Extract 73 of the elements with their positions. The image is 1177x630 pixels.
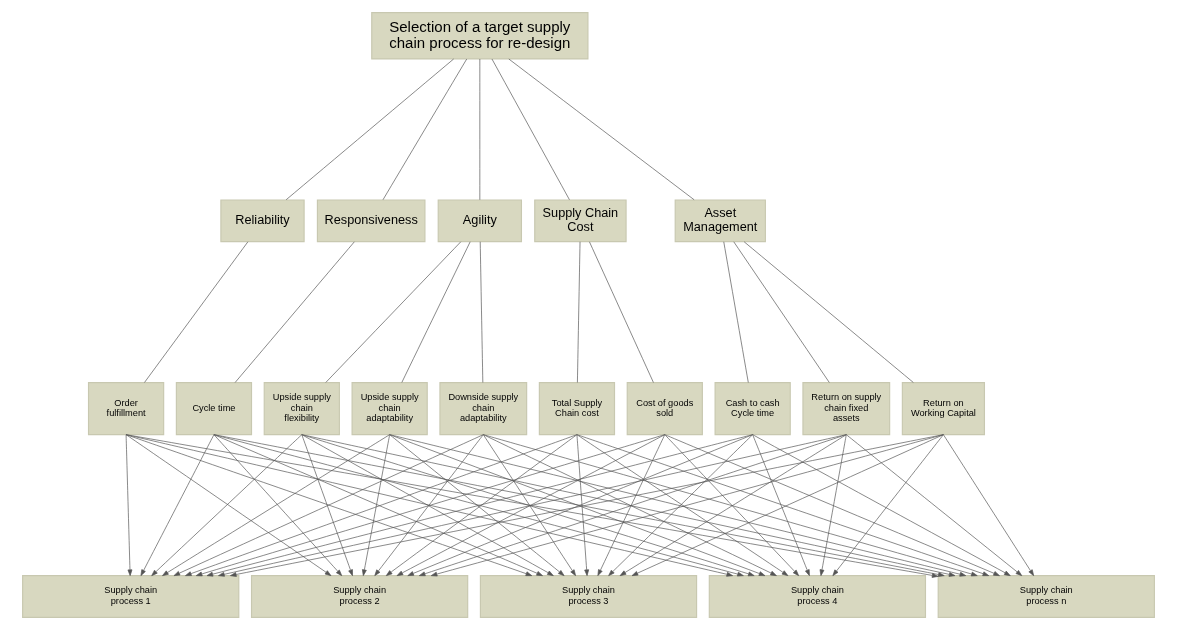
arrow [576, 434, 590, 576]
connector [508, 58, 695, 201]
connector [382, 58, 468, 201]
connector [589, 241, 654, 383]
connector [723, 241, 749, 383]
arrow [819, 434, 847, 576]
arrow [418, 434, 847, 577]
node-box: Supply chain process 1 [22, 575, 240, 618]
arrow [619, 434, 847, 576]
arrow [162, 434, 390, 576]
arrow [374, 434, 484, 576]
arrow [845, 434, 1023, 576]
node-box: Reliability [220, 199, 305, 243]
connector [401, 241, 471, 383]
node-box: Order fulfillment [87, 382, 165, 436]
arrow [752, 434, 1011, 576]
arrow [576, 434, 990, 576]
node-box: Supply chain process 3 [479, 575, 698, 618]
arrow [362, 434, 390, 576]
arrow [213, 434, 343, 576]
arrow [213, 434, 543, 576]
arrow [125, 434, 332, 576]
arrow [185, 434, 578, 576]
arrow [140, 434, 215, 576]
arrow [301, 434, 755, 577]
node-box: Agility [437, 199, 523, 243]
node-box: Supply chain process n [937, 575, 1155, 618]
arrow [597, 434, 666, 576]
arrow [195, 434, 666, 577]
arrow [125, 434, 133, 576]
connector [234, 241, 355, 383]
connector [285, 58, 454, 201]
arrow [576, 434, 789, 576]
node-box: Cash to cash Cycle time [714, 382, 791, 436]
node-box: Total Supply Chain cost [538, 382, 616, 436]
node-box: Upside supply chain flexibility [263, 382, 340, 436]
connector [479, 58, 481, 201]
arrow [125, 434, 733, 577]
arrow [832, 434, 944, 576]
arrow [396, 434, 666, 576]
node-box: Cycle time [175, 382, 253, 436]
arrow [664, 434, 800, 576]
node-box: Downside supply chain adaptability [439, 382, 528, 436]
connector [743, 241, 914, 383]
connector [325, 241, 462, 383]
node-box: Supply chain process 4 [708, 575, 927, 618]
node-box: Asset Management [674, 199, 766, 243]
arrow [664, 434, 1000, 576]
node-box: Return on supply chain fixed assets [802, 382, 891, 436]
arrow [752, 434, 810, 576]
node-box: Upside supply chain adaptability [351, 382, 428, 436]
arrow [301, 434, 353, 576]
node-box: Selection of a target supply chain process for re-design [371, 12, 589, 60]
connector [733, 241, 830, 383]
node-box: Responsiveness [316, 199, 426, 243]
arrow [482, 434, 576, 576]
connector [491, 58, 570, 201]
connector [144, 241, 249, 383]
arrow [173, 434, 484, 576]
node-box: Cost of goods sold [626, 382, 703, 436]
connector [479, 241, 484, 383]
arrow [301, 434, 554, 576]
arrow [482, 434, 777, 576]
arrow [608, 434, 753, 576]
arrow [482, 434, 978, 577]
connector [577, 241, 581, 383]
arrow [125, 434, 533, 576]
arrow [151, 434, 303, 576]
node-box: Supply chain process 2 [250, 575, 469, 618]
node-box: Return on Working Capital [901, 382, 986, 436]
arrow [943, 434, 1034, 576]
arrow [631, 434, 944, 576]
node-box: Supply Chain Cost [534, 199, 627, 243]
